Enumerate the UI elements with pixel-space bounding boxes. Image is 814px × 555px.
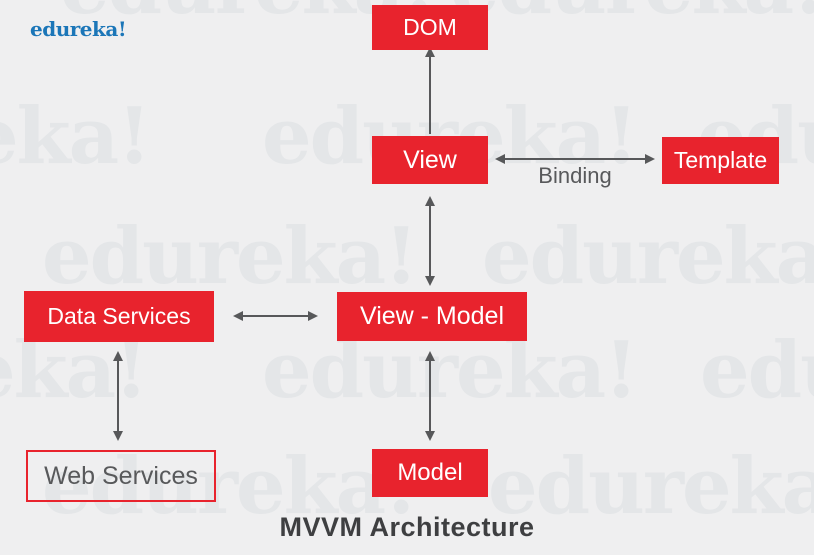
watermark-text: edureka! [262,325,638,416]
arrow-dataservices-viewmodel [233,311,318,321]
watermark-text: edureka! [42,441,418,532]
edureka-logo: edureka! [30,17,127,41]
arrow-dataservices-webservices [113,351,123,441]
watermark-text: edureka! [488,441,814,532]
arrow-view-viewmodel [425,196,435,286]
node-data-services: Data Services [24,291,214,342]
node-web-services: Web Services [26,450,216,502]
arrow-view-template [495,154,655,164]
watermark-text: edureka! [42,211,418,302]
node-view: View [372,136,488,184]
node-template: Template [662,137,779,184]
watermark-text: edureka! [482,211,814,302]
node-model: Model [372,449,488,497]
watermark-text: edureka! [700,325,814,416]
watermark-text: edureka! [450,0,814,26]
arrow-view-to-dom [425,47,435,134]
node-dom: DOM [372,5,488,50]
binding-edge-label: Binding [538,163,612,188]
arrow-viewmodel-model [425,351,435,441]
watermark-text: edureka! [0,325,148,416]
diagram-title: MVVM Architecture [279,512,535,542]
node-view-model: View - Model [337,292,527,341]
watermark-text: edureka! [0,91,151,182]
